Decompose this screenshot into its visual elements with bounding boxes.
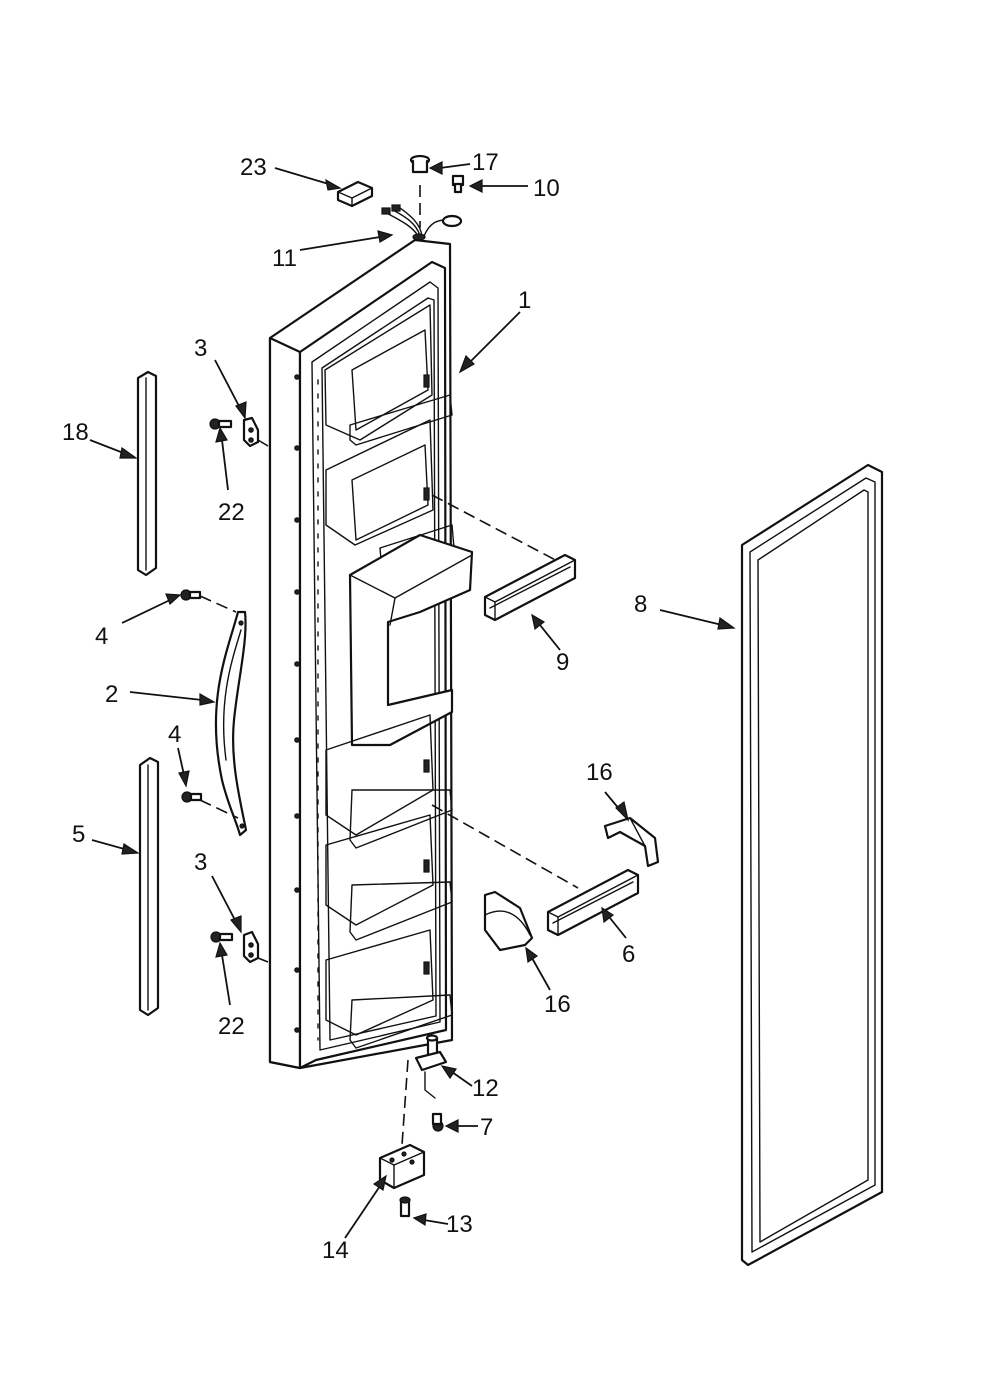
callout-18: 18 bbox=[62, 419, 89, 446]
callout-4-lower: 4 bbox=[168, 721, 181, 748]
bracket-3b bbox=[242, 930, 260, 964]
hinge-pin-12 bbox=[414, 1034, 448, 1072]
screw-22b bbox=[210, 931, 234, 943]
callout-22-upper: 22 bbox=[218, 499, 245, 526]
plug-17 bbox=[409, 154, 431, 174]
screw-4b bbox=[181, 791, 203, 803]
screw-7 bbox=[431, 1112, 444, 1132]
callout-4-upper: 4 bbox=[95, 623, 108, 650]
end-cap-16b bbox=[483, 890, 534, 952]
callout-3-lower: 3 bbox=[194, 849, 207, 876]
wire-harness bbox=[381, 204, 463, 241]
rail-9 bbox=[483, 553, 577, 622]
screw-4a bbox=[180, 589, 202, 601]
callout-2: 2 bbox=[105, 681, 118, 708]
callout-13: 13 bbox=[446, 1211, 473, 1238]
shelf-clip-marks bbox=[423, 374, 430, 975]
bracket-3a bbox=[242, 416, 260, 448]
gasket-8 bbox=[740, 463, 884, 1267]
hinge-14 bbox=[378, 1143, 426, 1190]
callout-8: 8 bbox=[634, 591, 647, 618]
callout-23: 23 bbox=[240, 154, 267, 181]
handle-2 bbox=[214, 610, 248, 837]
callout-14: 14 bbox=[322, 1237, 349, 1264]
connector-23 bbox=[336, 180, 374, 208]
callout-9: 9 bbox=[556, 649, 569, 676]
callout-16-upper: 16 bbox=[586, 759, 613, 786]
callout-5: 5 bbox=[72, 821, 85, 848]
rail-6 bbox=[546, 868, 640, 937]
end-cap-16a bbox=[603, 816, 660, 868]
callout-12: 12 bbox=[472, 1075, 499, 1102]
callout-17: 17 bbox=[472, 149, 499, 176]
door-side-holes bbox=[294, 374, 300, 1033]
screw-13 bbox=[399, 1196, 411, 1218]
callout-16-lower: 16 bbox=[544, 991, 571, 1018]
callout-3-upper: 3 bbox=[194, 335, 207, 362]
nut-10 bbox=[451, 174, 465, 194]
callout-labels: 23 17 10 11 1 3 18 22 4 2 4 5 3 22 9 8 1… bbox=[62, 149, 647, 1264]
callout-22-lower: 22 bbox=[218, 1013, 245, 1040]
leader-lines bbox=[89, 161, 736, 1239]
screw-22a bbox=[209, 418, 233, 430]
callout-10: 10 bbox=[533, 175, 560, 202]
trim-5 bbox=[138, 756, 160, 1017]
door-assembly bbox=[268, 238, 474, 1070]
callout-6: 6 bbox=[622, 941, 635, 968]
callout-7: 7 bbox=[480, 1114, 493, 1141]
trim-18 bbox=[136, 370, 158, 577]
callout-1: 1 bbox=[518, 287, 531, 314]
callout-11: 11 bbox=[272, 245, 297, 272]
